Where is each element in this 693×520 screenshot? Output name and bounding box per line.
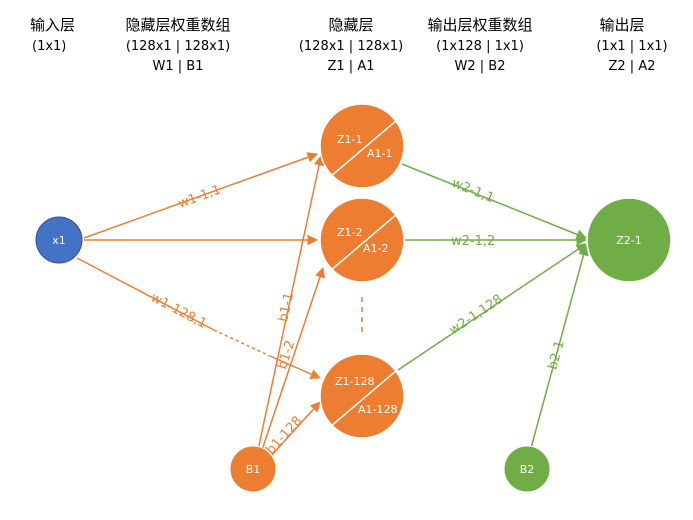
node-divider [329,213,398,272]
node-hidden-1: Z1-1 A1-1 [319,103,405,189]
header-line: (128x1 | 128x1) [299,39,403,54]
edge-b2-1 [530,244,589,449]
node-label: B1 [246,463,261,476]
header-title: 隐藏层 [328,16,373,34]
edge-label-b2-1: b2-1 [546,339,568,371]
edge-label-w2-2: w2-1,2 [451,234,495,249]
node-circle [35,216,83,264]
node-output-z2: Z2-1 [586,197,672,283]
header-line: (128x1 | 128x1) [126,39,230,54]
node-z-label: Z1-2 [337,226,363,239]
edge-label-w1-1: w1-1,1 [176,183,223,212]
node-divider [329,119,398,178]
edge-w1-128-arrow [269,355,321,379]
node-b2: B2 [503,445,551,493]
edge-label-b1-128: b1-128 [263,414,305,458]
header-line: W2 | B2 [455,59,506,74]
header-line: Z2 | A2 [609,59,656,74]
node-a-label: A1-1 [367,147,393,160]
edge-label-w2-1: w2-1,1 [450,176,497,206]
node-divider [329,369,398,428]
edge-w1-128-solid [76,257,215,331]
edge-w1-128-dashed [213,329,271,357]
node-label: Z2-1 [616,234,642,247]
header-line: Z1 | A1 [328,59,375,74]
edge-label-w2-128: w2-1,128 [447,292,506,338]
node-circle [586,197,672,283]
edge-w1-1 [83,152,318,239]
node-circle [229,445,277,493]
header-line: (1x1 | 1x1) [596,39,667,54]
edge-label-w1-128: w1-128,1 [148,290,209,332]
node-hidden-128: Z1-128 A1-128 [319,353,405,439]
node-a-label: A1-2 [363,242,389,255]
node-label: x1 [52,234,66,247]
node-x1: x1 [35,216,83,264]
edge-label-b1-1: b1-1 [276,291,297,323]
edge-w2-1 [401,163,587,240]
header-line: W1 | B1 [153,59,204,74]
header-output-layer: 输出层 (1x1 | 1x1) Z2 | A2 [596,16,667,74]
header-input-layer: 输入层 (1x1) [30,16,75,54]
edge-b1-1 [257,154,325,451]
header-hidden-weights: 隐藏层权重数组 (128x1 | 128x1) W1 | B1 [125,16,230,74]
header-title: 隐藏层权重数组 [125,16,230,34]
header-output-weights: 输出层权重数组 (1x128 | 1x1) W2 | B2 [427,16,532,74]
edge-b1-2 [261,267,325,451]
header-title: 输出层 [599,16,644,34]
node-b1: B1 [229,445,277,493]
header-title: 输入层 [30,16,75,34]
node-circle [503,445,551,493]
node-hidden-2: Z1-2 A1-2 [319,197,405,283]
header-line: (1x1) [32,39,66,54]
node-z-label: Z1-1 [337,133,363,146]
header-title: 输出层权重数组 [427,16,532,34]
node-z-label: Z1-128 [335,375,375,388]
edge-b1-128 [269,401,321,458]
edge-w2-128 [397,243,587,371]
header-line: (1x128 | 1x1) [436,39,524,54]
node-a-label: A1-128 [358,403,398,416]
node-label: B2 [520,463,535,476]
header-hidden-layer: 隐藏层 (128x1 | 128x1) Z1 | A1 [299,16,403,74]
